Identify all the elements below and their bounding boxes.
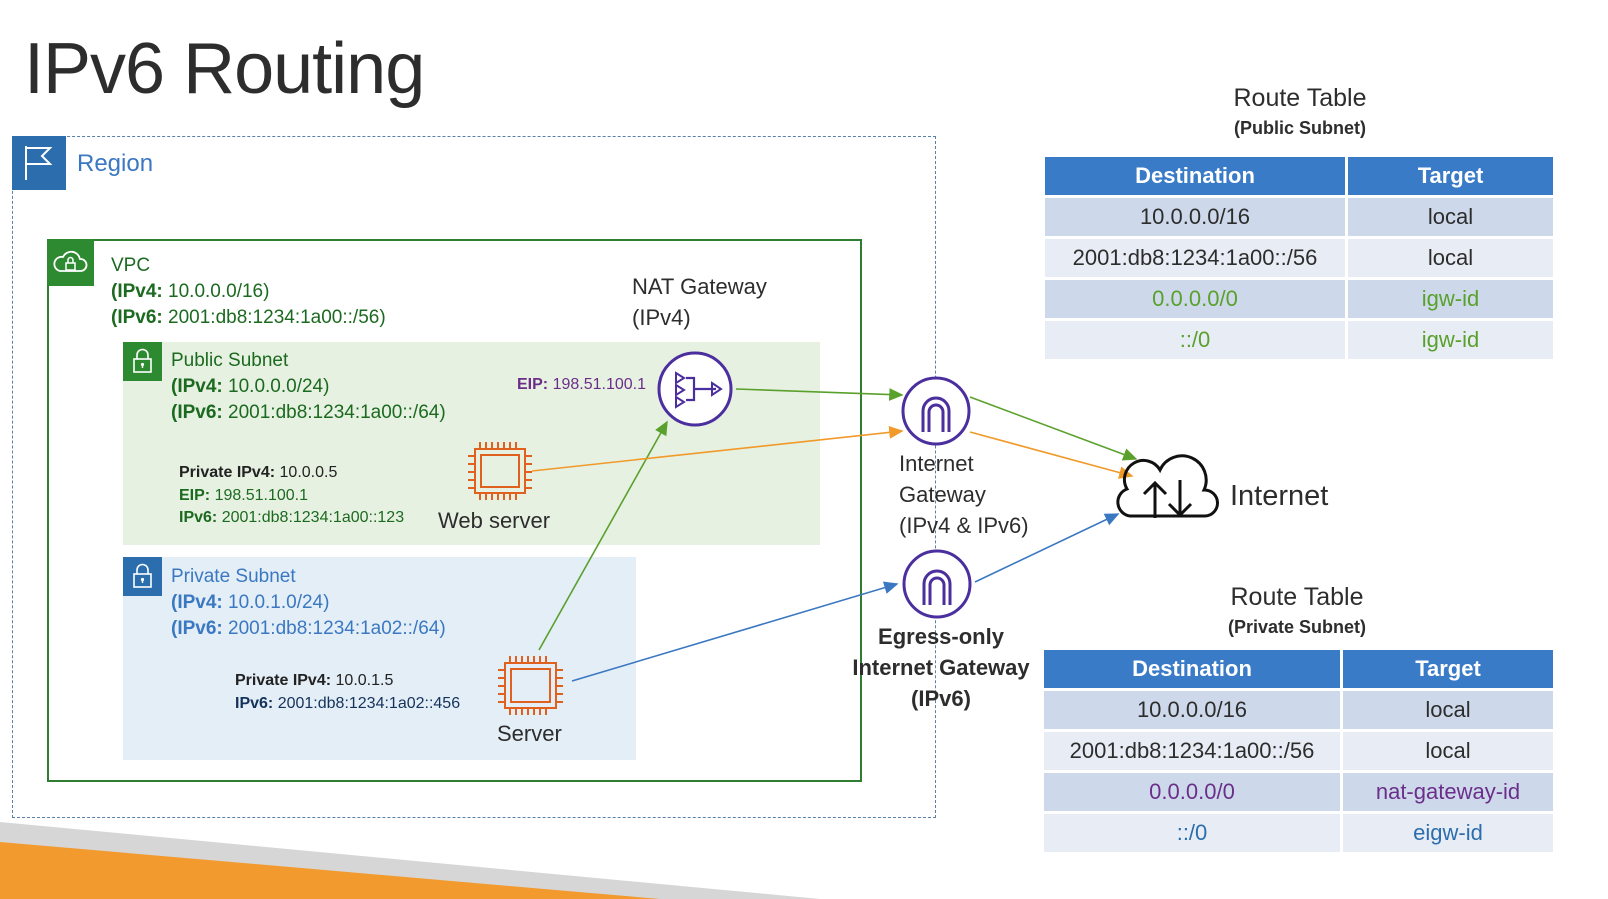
internet-cloud-icon [1116,454,1219,518]
nat-eip-label: EIP: 198.51.100.1 [517,376,646,393]
server-chip-icon [498,656,563,715]
cell-target: igw-id [1348,321,1553,359]
private-subnet-info: Private Subnet (IPv4: 10.0.1.0/24) (IPv6… [171,564,446,642]
web-server-details: Private IPv4: 10.0.0.5 EIP: 198.51.100.1… [179,462,404,530]
cell-target: eigw-id [1343,814,1553,852]
public-route-table: Destination Target 10.0.0.0/16 local 200… [1042,154,1556,362]
web-server-ipv6: IPv6: 2001:db8:1234:1a00::123 [179,509,405,526]
cell-target: local [1348,198,1553,236]
web-server-private-ipv4: Private IPv4: 10.0.0.5 [179,464,338,481]
nat-gateway-label: NAT Gateway (IPv4) [632,274,767,330]
private-route-table-title: Route Table [1230,583,1364,611]
table-row: ::/0 igw-id [1045,321,1553,359]
server-details: Private IPv4: 10.0.1.5 IPv6: 2001:db8:12… [235,670,460,715]
region-boundary [12,136,936,818]
table-row: 0.0.0.0/0 nat-gateway-id [1044,773,1553,811]
vpc-ipv6: (IPv6: 2001:db8:1234:1a00::/56) [111,307,386,328]
public-subnet-badge [123,342,162,381]
egress-gateway-icon [902,549,972,619]
public-subnet-ipv6: (IPv6: 2001:db8:1234:1a00::/64) [171,402,446,423]
public-route-table-subtitle: (Public Subnet) [1234,118,1366,138]
public-subnet-name: Public Subnet [171,350,289,371]
lock-icon [133,563,152,588]
cell-destination: 2001:db8:1234:1a00::/56 [1045,239,1345,277]
cell-target: local [1348,239,1553,277]
igw-to-internet-orange-arrow [969,431,1134,479]
col-destination: Destination [1045,157,1345,195]
flag-icon [25,146,53,180]
vpc-ipv4: (IPv4: 10.0.0.0/16) [111,281,270,302]
private-route-table: Destination Target 10.0.0.0/16 local 200… [1041,647,1556,855]
region-badge [12,136,66,190]
vpc-boundary [47,239,862,782]
private-subnet-ipv4: (IPv4: 10.0.1.0/24) [171,592,330,613]
server-label: Server [497,721,562,746]
vpc-badge [47,239,94,286]
private-subnet-ipv6: (IPv6: 2001:db8:1234:1a02::/64) [171,618,446,639]
cell-target: nat-gateway-id [1343,773,1553,811]
cell-destination: ::/0 [1045,321,1345,359]
private-subnet-name: Private Subnet [171,566,296,587]
nat-gateway-icon [657,351,733,427]
private-subnet-badge [123,557,162,596]
col-target: Target [1343,650,1553,688]
internet-gateway-label: Internet Gateway (IPv4 & IPv6) [899,451,1029,538]
table-row: 2001:db8:1234:1a00::/56 local [1044,732,1553,770]
lock-icon [133,348,152,373]
internet-gateway-icon [901,376,971,446]
decorative-band [0,822,820,899]
cell-target: local [1343,691,1553,729]
vpc-info: VPC (IPv4: 10.0.0.0/16) (IPv6: 2001:db8:… [111,253,386,331]
server-to-nat-arrow [538,420,668,651]
vpc-name: VPC [111,255,151,276]
nat-to-igw-arrow [735,388,904,401]
web-server-chip-icon [468,442,532,500]
web-server-eip: EIP: 198.51.100.1 [179,486,308,504]
table-row: 10.0.0.0/16 local [1045,198,1553,236]
server-ipv6: IPv6: 2001:db8:1234:1a02::456 [235,694,461,712]
table-row: 10.0.0.0/16 local [1044,691,1553,729]
cell-destination: 10.0.0.0/16 [1044,691,1340,729]
public-subnet-info: Public Subnet (IPv4: 10.0.0.0/24) (IPv6:… [171,348,446,426]
web-server-label: Web server [438,508,551,533]
server-private-ipv4: Private IPv4: 10.0.1.5 [235,672,394,689]
private-subnet [123,557,636,760]
table-row: 0.0.0.0/0 igw-id [1045,280,1553,318]
eigw-to-internet-arrow [974,513,1120,583]
private-route-table-subtitle: (Private Subnet) [1227,617,1367,637]
cell-destination: 10.0.0.0/16 [1045,198,1345,236]
server-to-eigw-arrow [571,581,899,682]
page-title: IPv6 Routing [24,29,425,109]
webserver-to-igw-arrow [531,426,904,472]
cell-destination: 2001:db8:1234:1a00::/56 [1044,732,1340,770]
table-row: ::/0 eigw-id [1044,814,1553,852]
table-row: 2001:db8:1234:1a00::/56 local [1045,239,1553,277]
cell-destination: 0.0.0.0/0 [1044,773,1340,811]
cell-destination: ::/0 [1044,814,1340,852]
cell-target: local [1343,732,1553,770]
cell-target: igw-id [1348,280,1553,318]
cloud-lock-icon [53,250,88,272]
igw-to-internet-green-arrow [969,396,1138,461]
egress-gateway-label: Egress-only Internet Gateway (IPv6) [852,624,1030,711]
col-destination: Destination [1044,650,1340,688]
col-target: Target [1348,157,1553,195]
region-label: Region [77,150,154,177]
public-route-table-title: Route Table [1233,84,1367,112]
internet-label: Internet [1230,480,1329,512]
public-subnet-ipv4: (IPv4: 10.0.0.0/24) [171,376,330,397]
cell-destination: 0.0.0.0/0 [1045,280,1345,318]
